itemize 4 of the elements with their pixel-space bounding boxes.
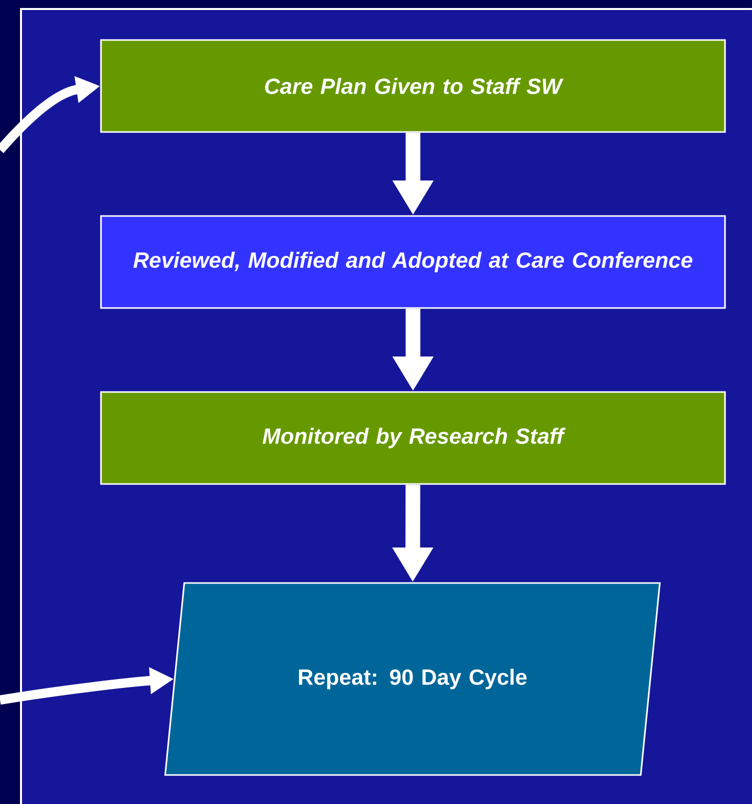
process-box: Reviewed, Modified and Adopted at Care Conference	[100, 215, 726, 309]
cycle-parallelogram: Repeat: 90 Day Cycle	[164, 582, 661, 776]
process-box: Monitored by Research Staff	[100, 391, 726, 485]
process-box: Care Plan Given to Staff SW	[100, 39, 726, 133]
